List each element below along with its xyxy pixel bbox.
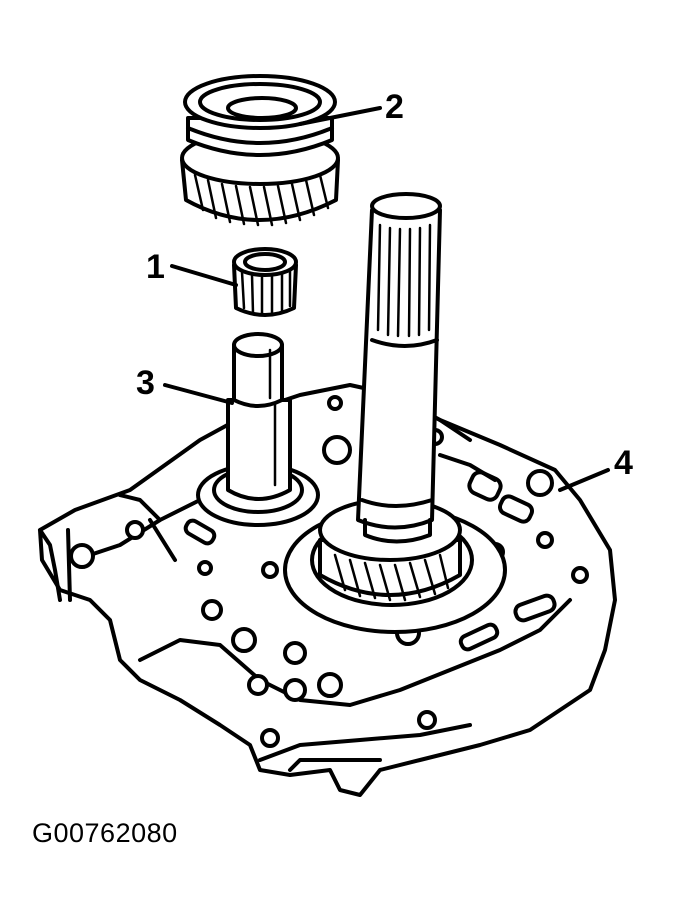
needle-bearing xyxy=(232,247,298,317)
callout-2: 2 xyxy=(385,88,404,126)
leader-1 xyxy=(170,264,238,287)
output-shaft xyxy=(283,192,507,634)
leader-3 xyxy=(163,383,234,405)
figure-code: G00762080 xyxy=(32,818,178,848)
leader-2 xyxy=(298,106,382,126)
callout-4: 4 xyxy=(614,444,633,482)
leader-lines xyxy=(163,106,610,492)
callout-1: 1 xyxy=(146,248,165,286)
leader-4 xyxy=(558,468,610,492)
input-stub-shaft xyxy=(196,332,320,527)
callout-3: 3 xyxy=(136,364,155,402)
clutch-drum-assembly xyxy=(180,74,340,227)
